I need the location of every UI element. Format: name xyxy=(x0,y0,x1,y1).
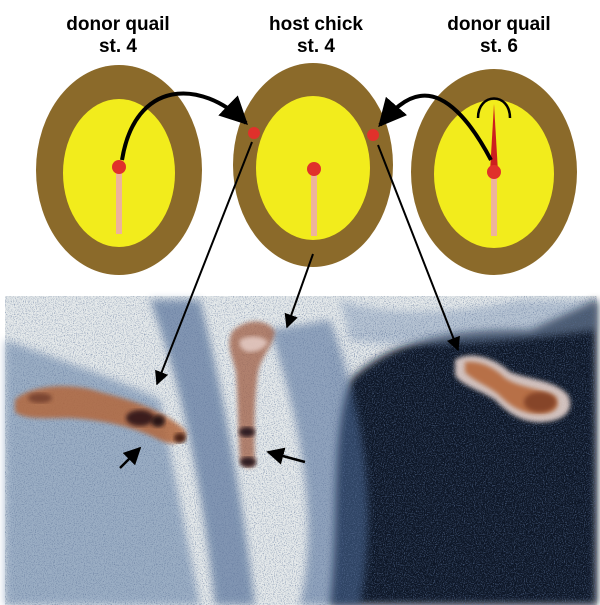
embryo-photograph xyxy=(5,296,597,605)
embryo2-node-dot xyxy=(307,162,321,176)
embryo-donor-quail-st4 xyxy=(36,65,202,275)
embryo2-right-graft-dot xyxy=(367,129,379,141)
embryo1-primitive-streak xyxy=(116,168,122,234)
embryo-donor-quail-st6 xyxy=(411,69,577,275)
embryo3-primitive-streak xyxy=(491,172,497,236)
embryo3-node-dot xyxy=(487,165,501,179)
embryo2-primitive-streak xyxy=(311,170,317,236)
embryo-host-chick-st4 xyxy=(233,63,393,267)
embryo1-node-dot xyxy=(112,160,126,174)
embryo2-left-graft-dot xyxy=(248,127,260,139)
